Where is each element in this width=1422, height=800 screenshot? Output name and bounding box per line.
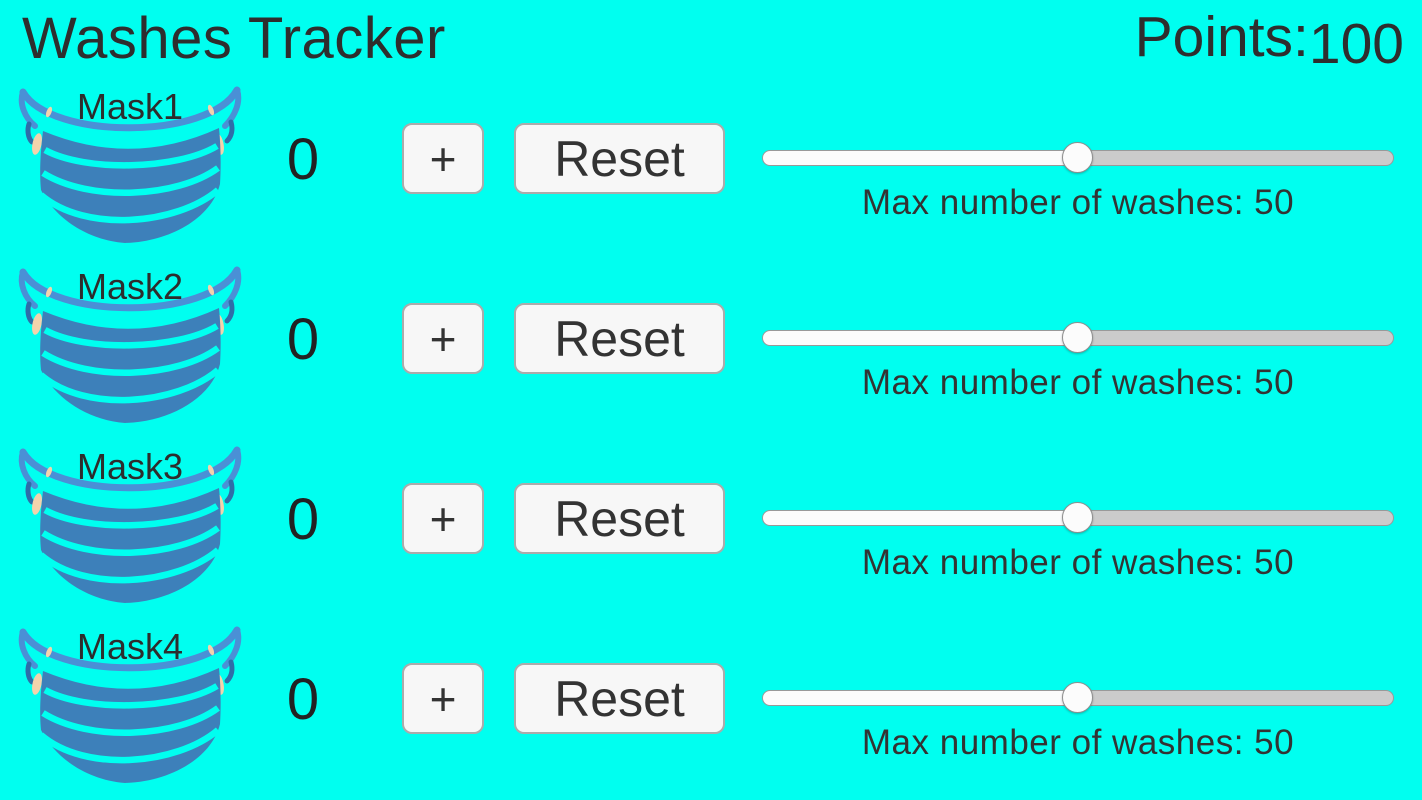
max-washes-label: Max number of washes: 50 (861, 183, 1295, 222)
slider-thumb[interactable] (1062, 502, 1093, 533)
wash-count: 0 (286, 307, 320, 372)
max-washes-label: Max number of washes: 50 (861, 723, 1295, 762)
increment-button[interactable]: + (402, 123, 484, 194)
mask-row: Mask3 0 + Reset Max number of washes: 50 (0, 438, 1422, 618)
points-value: 100 (1308, 12, 1404, 76)
reset-button[interactable]: Reset (514, 483, 725, 554)
max-washes-slider[interactable] (762, 502, 1394, 533)
mask-illustration (18, 266, 242, 423)
mask-name-label: Mask2 (76, 266, 184, 307)
max-washes-slider[interactable] (762, 322, 1394, 353)
increment-button[interactable]: + (402, 483, 484, 554)
max-washes-label: Max number of washes: 50 (861, 363, 1295, 402)
wash-count: 0 (286, 667, 320, 732)
mask-icon: Mask4 (15, 618, 245, 790)
mask-illustration (18, 446, 242, 603)
max-washes-slider[interactable] (762, 682, 1394, 713)
mask-icon: Mask2 (15, 258, 245, 430)
slider-thumb[interactable] (1062, 142, 1093, 173)
points-label: Points: (1134, 5, 1309, 69)
reset-button[interactable]: Reset (514, 663, 725, 734)
page-title: Washes Tracker (22, 6, 446, 71)
mask-row: Mask1 0 + Reset Max number of washes: 50 (0, 78, 1422, 258)
mask-name-label: Mask3 (76, 446, 184, 487)
points-display: Points:100 (1134, 5, 1404, 75)
slider-thumb[interactable] (1062, 682, 1093, 713)
wash-count: 0 (286, 487, 320, 552)
slider-thumb[interactable] (1062, 322, 1093, 353)
mask-icon: Mask3 (15, 438, 245, 610)
reset-button[interactable]: Reset (514, 123, 725, 194)
wash-count: 0 (286, 127, 320, 192)
mask-illustration (18, 86, 242, 243)
mask-name-label: Mask1 (76, 86, 184, 127)
mask-illustration (18, 626, 242, 783)
max-washes-label: Max number of washes: 50 (861, 543, 1295, 582)
mask-row: Mask4 0 + Reset Max number of washes: 50 (0, 618, 1422, 798)
increment-button[interactable]: + (402, 663, 484, 734)
max-washes-slider[interactable] (762, 142, 1394, 173)
mask-icon: Mask1 (15, 78, 245, 250)
mask-row: Mask2 0 + Reset Max number of washes: 50 (0, 258, 1422, 438)
reset-button[interactable]: Reset (514, 303, 725, 374)
increment-button[interactable]: + (402, 303, 484, 374)
mask-name-label: Mask4 (76, 626, 184, 667)
